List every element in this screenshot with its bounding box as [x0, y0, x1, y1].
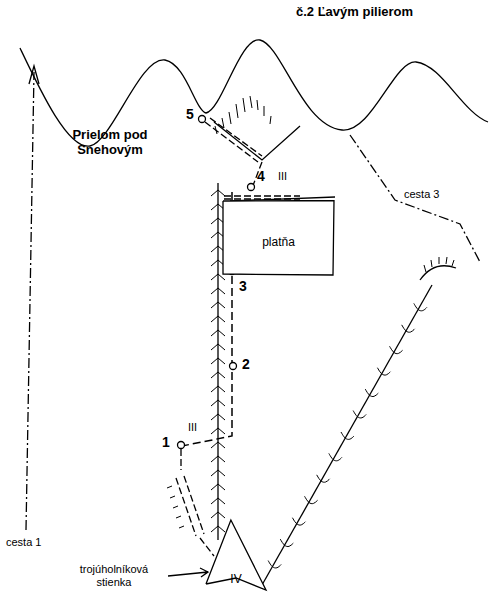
node-text: IV	[230, 572, 241, 586]
route-name: cesta 1	[6, 536, 41, 549]
chevron	[211, 442, 225, 448]
chevron	[211, 470, 225, 476]
callout-number: 5	[186, 106, 194, 122]
chevron	[211, 526, 225, 532]
ridge-tick	[402, 325, 415, 332]
ridge-tick	[292, 518, 305, 525]
pointer-arrow	[168, 568, 208, 577]
cesta1-arrowhead	[29, 66, 39, 84]
ridge-tick	[280, 539, 293, 546]
ridge-tick	[353, 411, 366, 418]
chevron	[211, 190, 225, 196]
cesta3-line	[350, 135, 480, 262]
belay-station	[199, 116, 206, 123]
grade: III	[188, 421, 197, 434]
triangle-wall: IV	[204, 518, 268, 592]
ridge-tick	[377, 368, 390, 375]
chevron	[211, 302, 225, 308]
ridge-tick	[329, 453, 342, 460]
ridge-tick	[268, 561, 281, 568]
main-pillar	[217, 183, 218, 540]
route-start	[180, 449, 181, 470]
route-bottom	[200, 538, 214, 556]
chevron	[211, 372, 225, 378]
chevron	[211, 456, 225, 462]
callout-number: 3	[239, 278, 247, 294]
ridge-tick	[365, 389, 378, 396]
chevron	[211, 414, 225, 420]
gully-line	[214, 122, 300, 160]
title: č.2 Ľavým pilierom	[296, 5, 413, 20]
ridge-tick	[414, 303, 427, 310]
belay-stations	[178, 116, 255, 449]
chevron	[211, 288, 225, 294]
chevron	[211, 386, 225, 392]
ridge-tick	[341, 432, 354, 439]
chimney-hatch	[167, 486, 184, 528]
route-chimney	[205, 118, 262, 162]
node-text: platňa	[262, 235, 295, 249]
chevron	[211, 330, 225, 336]
slab-box: platňa	[222, 200, 335, 276]
ridge-cap	[420, 266, 456, 280]
grade: III	[278, 170, 287, 183]
feature-name: trojúholníková stienka	[62, 563, 166, 588]
chevron	[211, 512, 225, 518]
ridge-cap-hatch	[424, 257, 454, 272]
chevron	[211, 428, 225, 434]
belay-station	[248, 184, 255, 191]
callout-number: 4	[257, 168, 265, 184]
chevron	[211, 274, 225, 280]
chevron	[211, 316, 225, 322]
belay-station	[230, 363, 237, 370]
right-ridge	[262, 285, 432, 585]
belay-station	[178, 442, 185, 449]
cesta1-line	[26, 72, 34, 530]
place-name: Prielom pod Snehovým	[60, 128, 160, 158]
route-name: cesta 3	[404, 188, 439, 201]
outline-path	[223, 201, 334, 276]
chevron	[211, 358, 225, 364]
ridge-tick	[317, 475, 330, 482]
chevron	[211, 344, 225, 350]
outline-path	[206, 520, 266, 590]
ridge-tick	[305, 496, 318, 503]
ridge-ticks	[268, 303, 427, 568]
callout-number: 2	[242, 356, 250, 372]
chevron	[211, 498, 225, 504]
chevron	[211, 400, 225, 406]
chevron	[211, 484, 225, 490]
ridge-tick	[390, 346, 403, 353]
callout-number: 1	[162, 434, 170, 450]
